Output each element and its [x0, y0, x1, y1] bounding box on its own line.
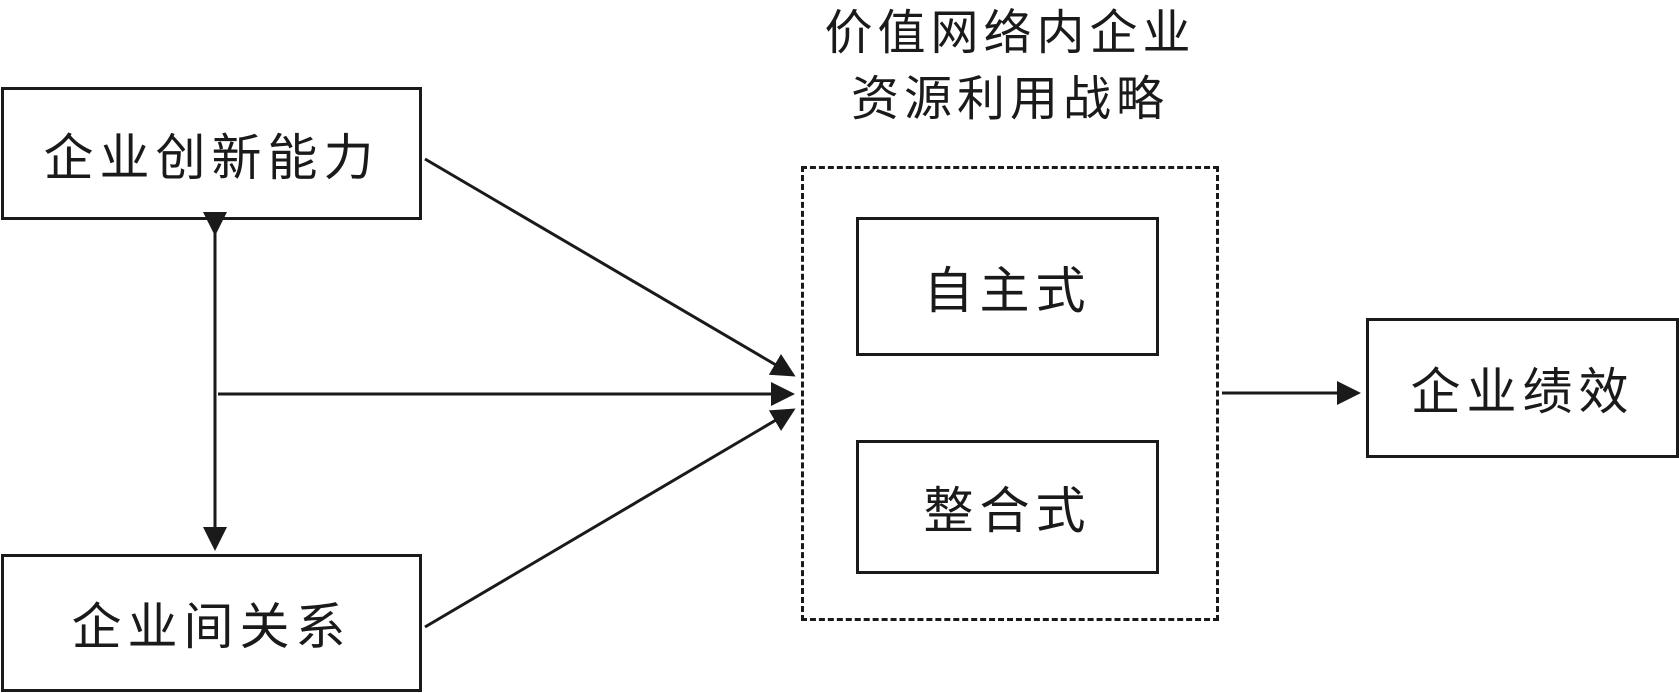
node-firm-performance: 企业绩效	[1366, 318, 1679, 458]
strategy-group-dashed-frame	[801, 166, 1219, 621]
strategy-title-line-1: 价值网络内企业	[824, 5, 1196, 61]
node-performance-label: 企业绩效	[1410, 363, 1635, 421]
node-strategy-autonomous: 自主式	[856, 217, 1159, 356]
strategy-title-line-2: 资源利用战略	[850, 71, 1169, 127]
arrow-relations-to-strategy	[424, 408, 796, 629]
node-innovation-label: 企业创新能力	[43, 128, 380, 187]
node-inter-firm-relations: 企业间关系	[1, 554, 422, 692]
node-relations-label: 企业间关系	[71, 598, 352, 656]
strategy-group-title: 价值网络内企业 资源利用战略	[801, 0, 1219, 132]
node-autonomous-label: 自主式	[923, 261, 1092, 320]
node-integrated-label: 整合式	[923, 482, 1092, 540]
node-strategy-integrated: 整合式	[856, 440, 1159, 574]
arrow-innovation-to-strategy	[424, 157, 796, 377]
